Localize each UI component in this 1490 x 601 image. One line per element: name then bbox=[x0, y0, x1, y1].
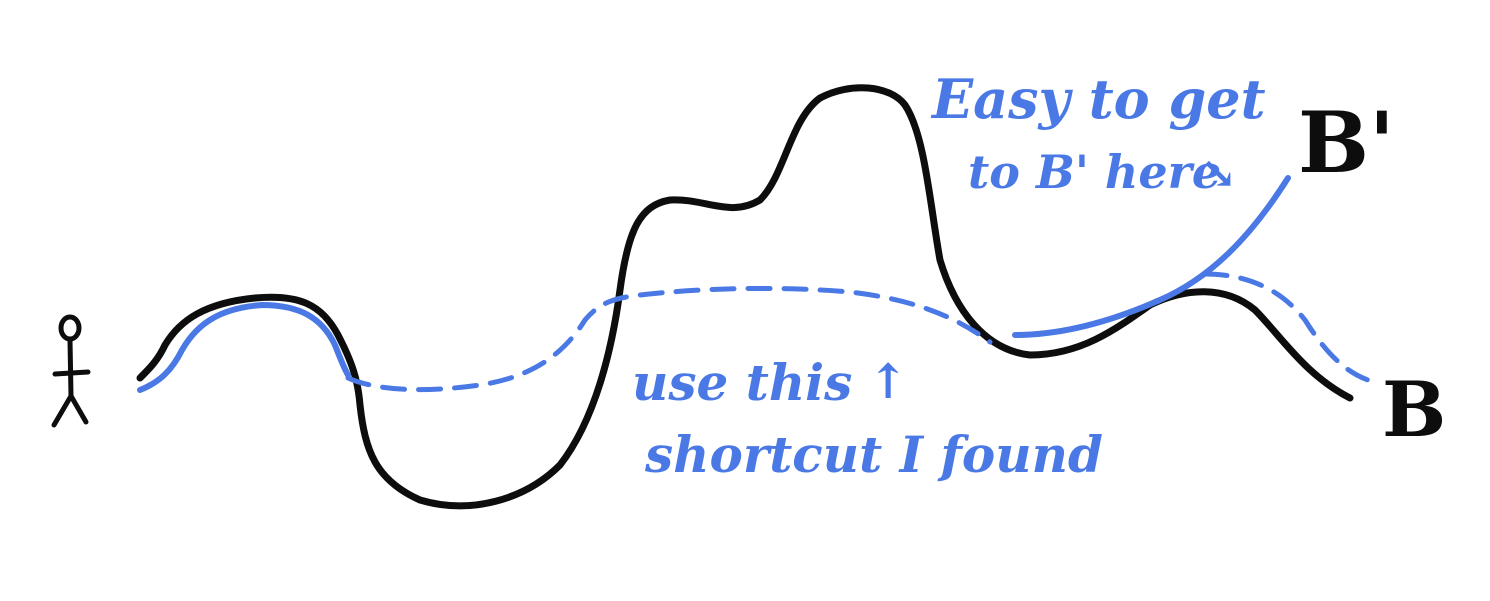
blue-start-segment bbox=[137, 302, 351, 393]
annotation-easy-line1: Easy to get bbox=[930, 67, 1266, 131]
annotation-shortcut-line1: use this bbox=[632, 353, 852, 412]
annotation-shortcut-arrow: ↑ bbox=[868, 354, 908, 410]
stick-figure-icon bbox=[51, 314, 91, 428]
blue-path-to-b-prime bbox=[1012, 175, 1291, 338]
annotation-easy-line2: to B' here bbox=[968, 145, 1221, 199]
label-b-prime: B' bbox=[1298, 93, 1395, 192]
label-b: B bbox=[1382, 365, 1446, 454]
dashed-path-to-b bbox=[1202, 271, 1371, 383]
shortcut-dashed-path bbox=[345, 285, 993, 393]
annotation-easy-arrow: ↘ bbox=[1200, 148, 1237, 199]
main-path-curve bbox=[136, 84, 1354, 510]
annotation-shortcut-line2: shortcut I found bbox=[644, 425, 1103, 484]
